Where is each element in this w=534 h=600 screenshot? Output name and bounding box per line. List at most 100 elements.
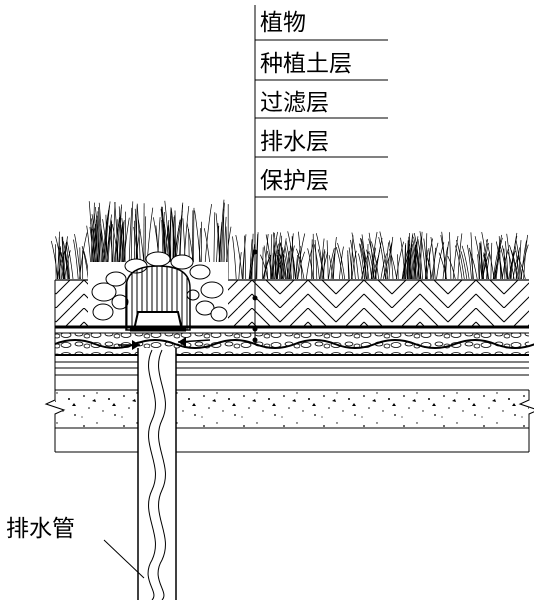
grass-blade: [407, 239, 410, 280]
grass-blade: [296, 248, 305, 280]
grass-blade: [305, 243, 314, 280]
grass-blade: [509, 244, 518, 280]
grass-blade: [520, 244, 529, 280]
grass-blade: [400, 237, 406, 280]
grass-blade: [63, 236, 68, 280]
grass-blade: [59, 248, 66, 280]
grass-blade: [313, 244, 320, 280]
grass-blade: [242, 249, 245, 280]
grass-blade: [270, 234, 273, 280]
grass-blade: [447, 256, 456, 280]
grass-blade: [79, 232, 88, 280]
grass-blade: [255, 234, 259, 280]
grass-blade: [499, 256, 503, 280]
grass-blade: [520, 240, 527, 280]
grass-blade: [375, 238, 383, 280]
grass-blade: [501, 248, 509, 280]
grass-blade: [281, 238, 287, 280]
grass-blade: [244, 235, 247, 280]
grass-blade: [351, 250, 357, 280]
layer-label-table: 植物 种植土层 过滤层 排水层 保护层: [255, 10, 388, 198]
grass-blade: [388, 236, 394, 280]
grass-blade: [490, 242, 493, 280]
structural-slab: [44, 280, 534, 453]
grass-blade: [285, 240, 292, 280]
grass-blade: [286, 250, 290, 280]
grass-blade: [266, 250, 273, 280]
grass-blade: [264, 234, 269, 280]
grass-blade: [470, 232, 474, 280]
grass-blade: [474, 236, 483, 280]
grass-blade: [413, 236, 420, 280]
grass-blade: [481, 238, 489, 280]
grass-blade: [501, 245, 508, 280]
label-filter-layer: 过滤层: [260, 90, 329, 116]
grass-blade: [411, 244, 417, 280]
drain-pipe: [118, 337, 211, 600]
grass-blade: [307, 248, 314, 280]
grass-blade: [457, 233, 463, 280]
grass-blade: [282, 254, 284, 280]
membrane-layers: [54, 325, 534, 391]
grass-blade: [276, 232, 281, 280]
grass-blade: [506, 233, 512, 280]
grass-blade: [469, 247, 474, 280]
grass-blade: [482, 254, 489, 280]
drain-outlet-chamber: [125, 265, 191, 332]
grass-blade: [360, 238, 370, 280]
grass-blade: [238, 252, 242, 280]
grass-blade: [350, 239, 356, 280]
grass-blade: [276, 256, 283, 280]
grass-blade: [50, 240, 59, 280]
grass-blade: [402, 248, 411, 280]
label-planting-soil: 种植土层: [260, 51, 352, 77]
grass-blade: [374, 249, 381, 280]
grass-blade: [249, 239, 253, 280]
drain-pipe-leader: [103, 539, 145, 579]
grass-blade: [61, 236, 64, 280]
grass-blade: [517, 256, 526, 280]
grass-blade: [298, 231, 303, 280]
grass-blade: [275, 238, 280, 280]
grass-blade: [379, 231, 389, 280]
grass-blade: [290, 233, 294, 280]
grass-blade: [428, 248, 431, 280]
grass-blade: [370, 231, 378, 280]
grass-blade: [62, 241, 70, 280]
grass-blade: [378, 237, 386, 280]
grass-blade: [359, 243, 365, 280]
grass-blade: [486, 253, 491, 280]
grass-blade: [385, 242, 390, 280]
grass-blade: [405, 252, 410, 280]
grass-blade: [73, 239, 79, 280]
grass-blade: [425, 253, 433, 280]
grass-blade: [312, 233, 315, 280]
grass-blade: [319, 249, 326, 280]
grass-blade: [311, 239, 313, 280]
grass-blade: [328, 248, 335, 280]
grass-blade: [330, 253, 335, 280]
grass-blade: [371, 241, 380, 280]
grass-blade: [460, 251, 468, 280]
label-protection-layer: 保护层: [260, 168, 329, 194]
grass-blade: [433, 247, 437, 280]
grass-blade: [297, 251, 306, 280]
grass-blade: [360, 237, 367, 280]
grass-blade: [235, 235, 243, 280]
grass-blade: [388, 240, 394, 280]
grass-blade: [289, 245, 291, 280]
grass-blade: [337, 242, 346, 280]
grass-blade: [482, 251, 490, 280]
grass-blade: [424, 249, 429, 280]
grass-blade: [397, 254, 399, 280]
grass-blade: [55, 244, 57, 280]
grass-blade: [495, 250, 501, 280]
grass-blade: [81, 246, 89, 280]
grass-blade: [444, 241, 449, 280]
grass-blade: [328, 255, 334, 280]
grass-blade: [260, 254, 269, 280]
grass-blade: [271, 232, 275, 280]
grass-blade: [232, 236, 237, 280]
